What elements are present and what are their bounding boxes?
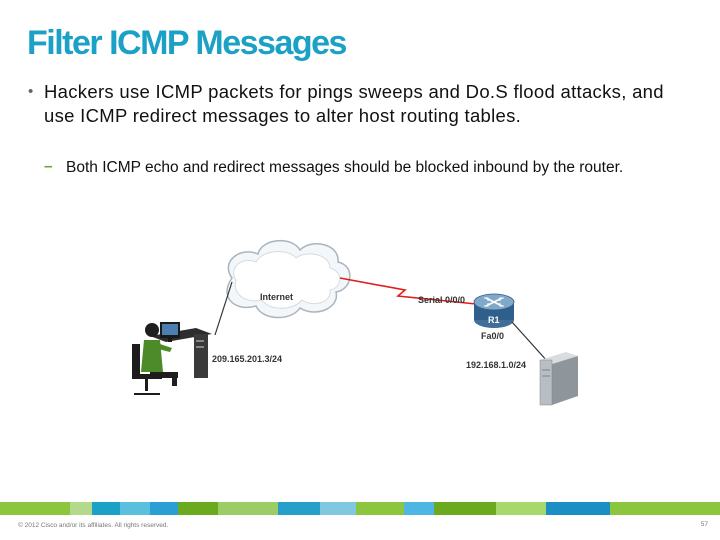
lan-link	[511, 321, 549, 363]
footer-stripe-segment	[404, 502, 434, 515]
hacker-workstation-icon	[132, 322, 212, 395]
serial-link	[339, 277, 477, 305]
footer-stripe-segment	[0, 502, 70, 515]
sub-bullet-text: Both ICMP echo and redirect messages sho…	[66, 159, 624, 176]
fa-label: Fa0/0	[481, 331, 504, 341]
lan-label: 192.168.1.0/24	[466, 360, 526, 370]
footer-stripe-segment	[218, 502, 278, 515]
footer-color-bar	[0, 502, 720, 515]
cloud-label: Internet	[260, 292, 293, 302]
footer-stripe-segment	[70, 502, 92, 515]
footer-stripe-segment	[546, 502, 610, 515]
page-number: 57	[700, 521, 708, 528]
sub-bullet: – Both ICMP echo and redirect messages s…	[44, 158, 664, 178]
footer-stripe-segment	[320, 502, 356, 515]
internet-cloud-icon	[226, 240, 351, 319]
footer-stripe-segment	[610, 502, 720, 515]
copyright-text: © 2012 Cisco and/or its affiliates. All …	[18, 522, 169, 529]
footer-stripe-segment	[496, 502, 546, 515]
bullet-marker: •	[28, 83, 34, 100]
footer-stripe-segment	[434, 502, 496, 515]
footer-stripe-segment	[120, 502, 150, 515]
slide-title: Filter ICMP Messages	[27, 24, 347, 62]
footer-stripe-segment	[356, 502, 404, 515]
router-label: R1	[488, 315, 500, 325]
footer-stripe-segment	[150, 502, 178, 515]
sub-bullet-marker: –	[44, 158, 53, 175]
serial-label: Serial 0/0/0	[418, 295, 465, 305]
main-bullet: • Hackers use ICMP packets for pings swe…	[28, 80, 668, 128]
host-link	[214, 281, 233, 336]
router-icon	[473, 293, 515, 328]
host-ip-label: 209.165.201.3/24	[212, 354, 282, 364]
main-bullet-text: Hackers use ICMP packets for pings sweep…	[44, 81, 664, 126]
footer-stripe-segment	[92, 502, 120, 515]
footer-stripe-segment	[178, 502, 218, 515]
footer-stripe-segment	[278, 502, 320, 515]
server-icon	[539, 352, 578, 406]
